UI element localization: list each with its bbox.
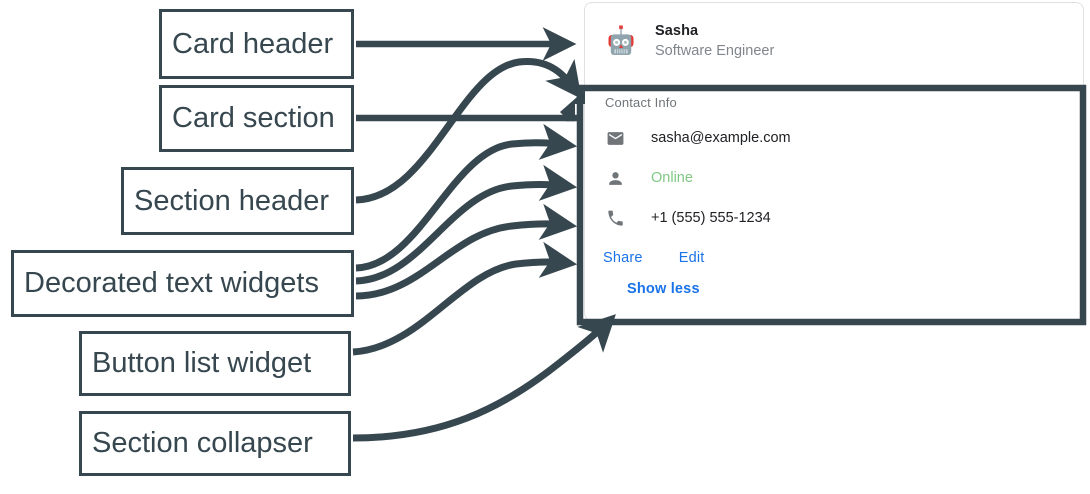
phone-icon <box>605 208 625 228</box>
connector-decorated-phone <box>355 203 578 300</box>
callout-decorated-label: Decorated text widgets <box>24 267 319 299</box>
connector-decorated-status <box>355 164 578 285</box>
connector-decorated-email <box>355 123 578 272</box>
card-subtitle: Software Engineer <box>655 43 775 59</box>
email-icon <box>605 128 625 148</box>
section-collapser: Show less <box>627 280 1067 302</box>
robot-avatar-icon <box>601 21 641 61</box>
phone-value: +1 (555) 555-1234 <box>651 210 771 226</box>
callout-section-header: Section header <box>121 167 354 235</box>
callout-button-list-label: Button list widget <box>92 347 312 379</box>
callout-card-section: Card section <box>159 85 354 152</box>
decorated-text-row-email: sasha@example.com <box>605 122 1067 154</box>
person-icon <box>605 168 625 188</box>
edit-button[interactable]: Edit <box>678 250 705 266</box>
decorated-text-row-status: Online <box>605 162 1067 194</box>
card-title: Sasha <box>655 23 699 39</box>
callout-section-collapser-label: Section collapser <box>92 427 313 459</box>
email-value: sasha@example.com <box>651 130 791 146</box>
section-header: Contact Info <box>605 95 677 110</box>
connector-button-list <box>352 241 578 356</box>
profile-card: Sasha Software Engineer Contact Info sas… <box>584 2 1084 321</box>
status-value: Online <box>651 170 693 186</box>
callout-card-header: Card header <box>159 9 354 79</box>
share-button[interactable]: Share <box>603 250 643 266</box>
callout-section-collapser: Section collapser <box>79 411 351 476</box>
callout-decorated-text-widgets: Decorated text widgets <box>11 250 354 317</box>
show-less-button[interactable]: Show less <box>627 281 700 297</box>
card-header-text: Sasha Software Engineer <box>655 23 774 59</box>
decorated-text-row-phone: +1 (555) 555-1234 <box>605 202 1067 234</box>
button-list-widget: Share Edit <box>603 246 1067 270</box>
callout-button-list-widget: Button list widget <box>79 331 351 396</box>
callout-card-header-label: Card header <box>172 27 334 60</box>
card-header: Sasha Software Engineer <box>585 3 1083 81</box>
callout-section-header-label: Section header <box>134 184 330 217</box>
connector-section-collapser <box>352 314 616 442</box>
callout-card-section-label: Card section <box>172 102 335 134</box>
card-section: Contact Info sasha@example.com Online <box>585 81 1083 320</box>
connector-section-header <box>355 58 582 204</box>
